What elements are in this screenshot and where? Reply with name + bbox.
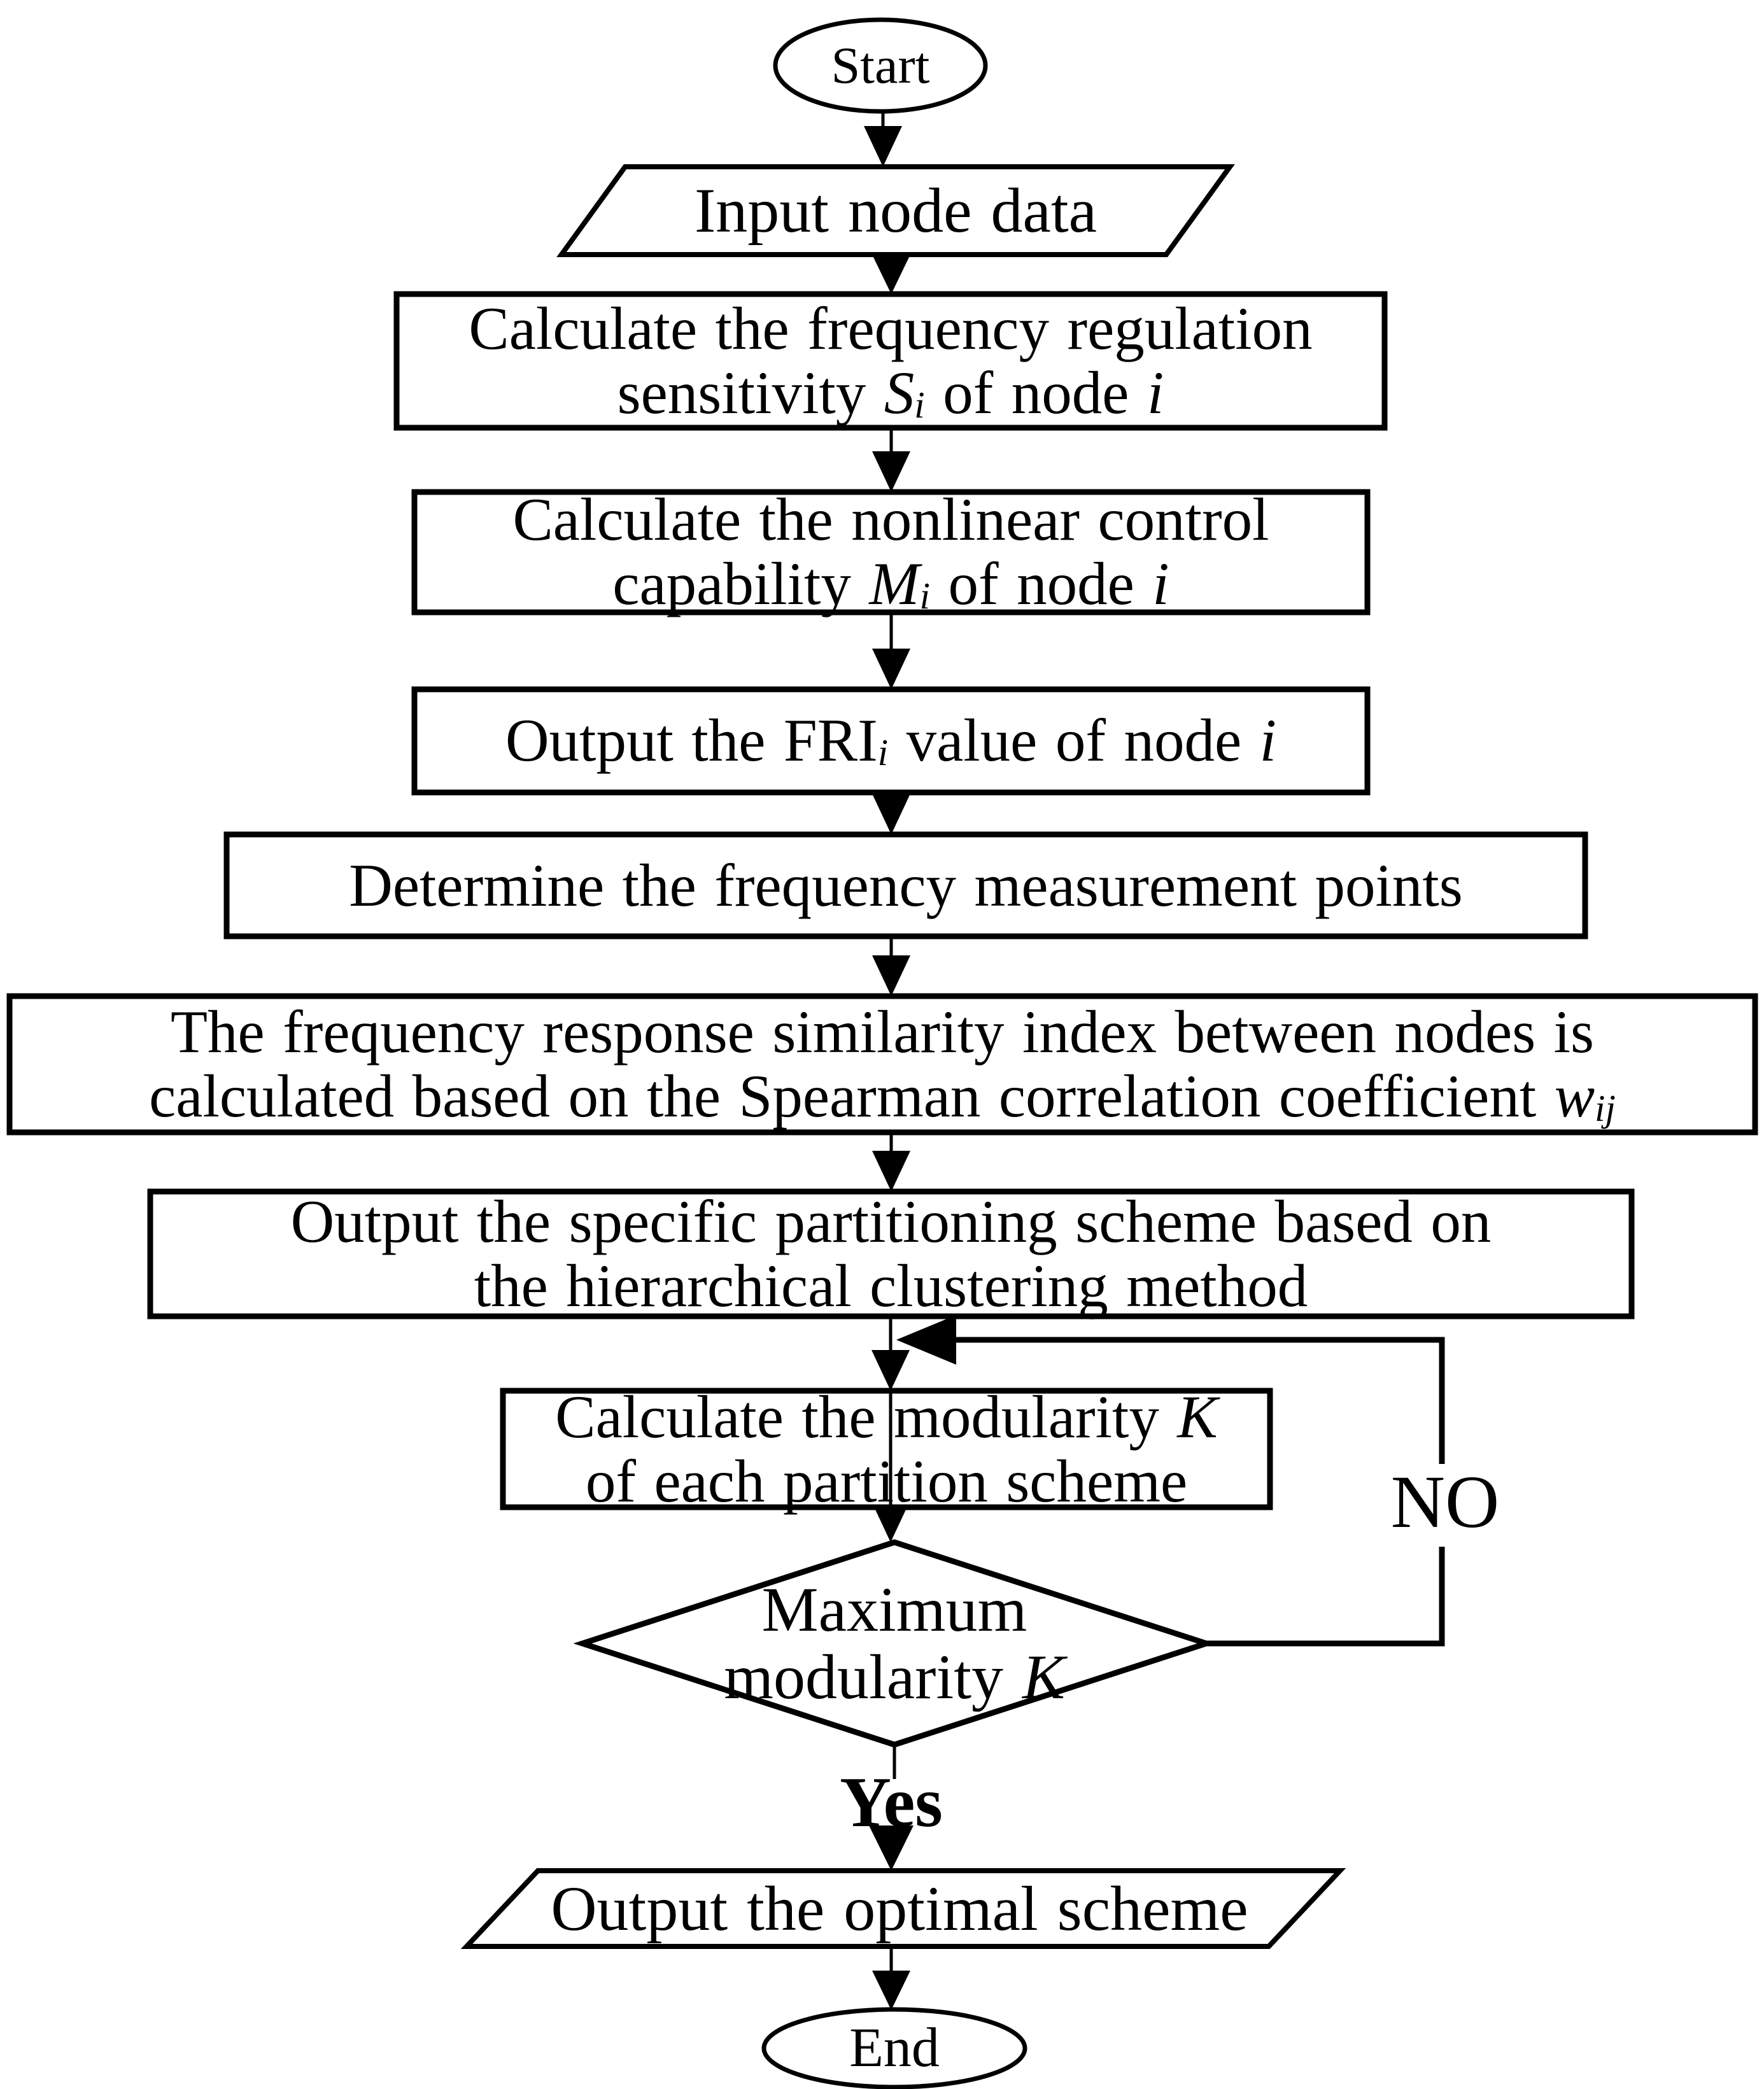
- arrowhead-into-partitioning: [872, 1151, 910, 1192]
- similarity-index-label: The frequency response similarity index …: [149, 997, 1616, 1130]
- output-fri-box: [411, 686, 1371, 796]
- arrowhead-into-similarity: [872, 955, 910, 996]
- no-loop-lower-segment: [1206, 1547, 1445, 1647]
- arrowhead-into-modularity: [871, 1350, 910, 1391]
- output-optimal-label: Output the optimal scheme: [551, 1873, 1248, 1944]
- yes-edge-label: Yes: [840, 1763, 943, 1843]
- input-node-data-label: Input node data: [694, 175, 1097, 246]
- arrowhead-into-capability: [872, 451, 910, 492]
- output-optimal-parallelogram: [460, 1868, 1346, 1949]
- max-modularity-diamond: [573, 1539, 1216, 1748]
- end-label: End: [849, 2017, 940, 2079]
- arrowhead-into-fri: [872, 649, 910, 689]
- end-terminator-shape: [761, 2007, 1027, 2089]
- calc-sensitivity-box: [393, 291, 1388, 431]
- no-loop-upper-segment: [952, 1337, 1445, 1464]
- calc-modularity-box: [500, 1388, 1273, 1510]
- no-loop-arrowhead: [896, 1315, 956, 1365]
- start-label: Start: [831, 36, 930, 94]
- calc-capability-box: [411, 489, 1371, 615]
- determine-points-label: Determine the frequency measurement poin…: [349, 851, 1463, 919]
- arrowhead-into-diamond: [871, 1502, 910, 1542]
- arrowhead-into-input: [864, 126, 902, 167]
- output-fri-label: Output the FRIi value of node i: [505, 707, 1277, 775]
- output-partitioning-box: [147, 1188, 1635, 1319]
- no-edge-label: NO: [1390, 1460, 1500, 1544]
- arrowhead-into-optimal: [869, 1825, 914, 1871]
- start-terminator-shape: [773, 17, 988, 114]
- output-partitioning-label: Output the specific partitioning scheme …: [290, 1188, 1492, 1319]
- arrowhead-into-end: [872, 1971, 910, 2010]
- determine-points-box: [223, 831, 1588, 939]
- similarity-index-box: [6, 993, 1758, 1136]
- arrowhead-into-points: [872, 794, 910, 834]
- arrowhead-into-sensitivity: [872, 255, 910, 294]
- input-node-data-parallelogram: [556, 164, 1235, 257]
